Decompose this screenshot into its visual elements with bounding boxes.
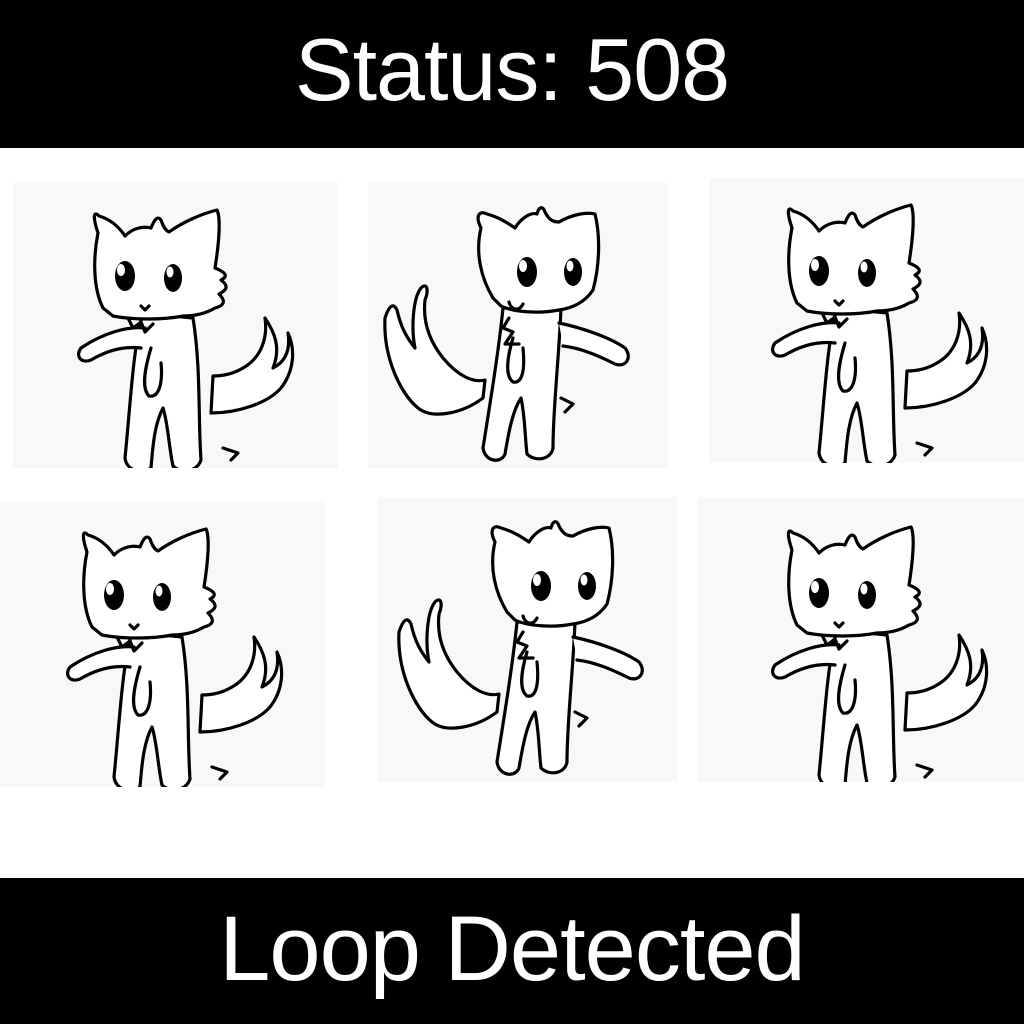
animation-frame-2	[368, 183, 668, 468]
cat-drawing-icon	[397, 520, 644, 776]
caption-footer-bar: Loop Detected	[0, 878, 1024, 1024]
animation-frame-1	[13, 183, 338, 468]
cat-drawing-icon	[771, 525, 989, 782]
animation-frame-5	[377, 497, 677, 782]
cat-drawing-icon	[771, 203, 989, 463]
status-header-bar: Status: 508	[0, 0, 1024, 148]
caption-text: Loop Detected	[219, 898, 805, 1000]
animation-frame-6	[697, 497, 1024, 782]
animation-frame-3	[709, 178, 1024, 463]
cat-drawing-icon	[383, 206, 630, 462]
cat-drawing-icon	[77, 208, 295, 468]
status-code-text: Status: 508	[294, 20, 730, 119]
cat-drawing-icon	[66, 527, 284, 787]
animation-frame-4	[0, 502, 325, 787]
